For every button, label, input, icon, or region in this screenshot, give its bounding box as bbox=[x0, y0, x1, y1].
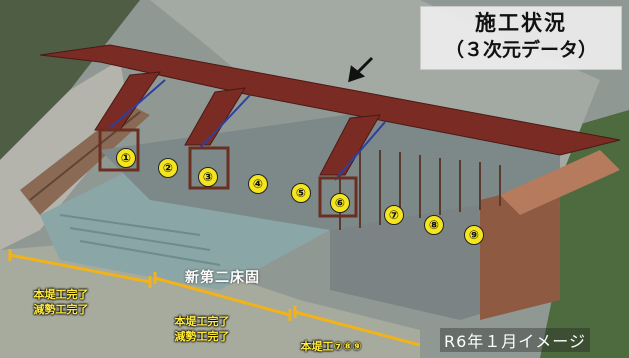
title-box: 施工状況 （３次元データ） bbox=[420, 6, 622, 70]
roof-blue-edges bbox=[109, 79, 386, 181]
bed-label: 新第二床固 bbox=[185, 270, 260, 286]
support-towers bbox=[98, 128, 358, 218]
title-line-1: 施工状況 bbox=[475, 11, 567, 35]
marker-5: ⑤ bbox=[291, 183, 311, 203]
forest-left bbox=[0, 0, 140, 160]
marker-4: ④ bbox=[248, 174, 268, 194]
title-line-2: （３次元データ） bbox=[444, 39, 597, 61]
status-left-1: 本堤工完了 bbox=[33, 288, 89, 301]
right-wall bbox=[480, 150, 620, 320]
section-lines bbox=[8, 249, 421, 347]
status-right: 本堤工⑦⑧⑨ bbox=[300, 340, 362, 353]
date-label: R6年１月イメージ bbox=[440, 328, 590, 352]
marker-2: ② bbox=[158, 158, 178, 178]
status-mid-1: 本堤工完了 bbox=[174, 315, 230, 328]
marker-7: ⑦ bbox=[384, 205, 404, 225]
marker-6: ⑥ bbox=[330, 193, 350, 213]
arrow-icon bbox=[348, 56, 374, 83]
marker-8: ⑧ bbox=[424, 215, 444, 235]
status-mid-2: 減勢工完了 bbox=[174, 330, 230, 343]
marker-3: ③ bbox=[198, 167, 218, 187]
marker-1: ① bbox=[116, 148, 136, 168]
status-left-2: 減勢工完了 bbox=[33, 303, 89, 316]
temporary-roof bbox=[39, 44, 621, 176]
marker-9: ⑨ bbox=[464, 225, 484, 245]
ground-front bbox=[0, 240, 420, 358]
